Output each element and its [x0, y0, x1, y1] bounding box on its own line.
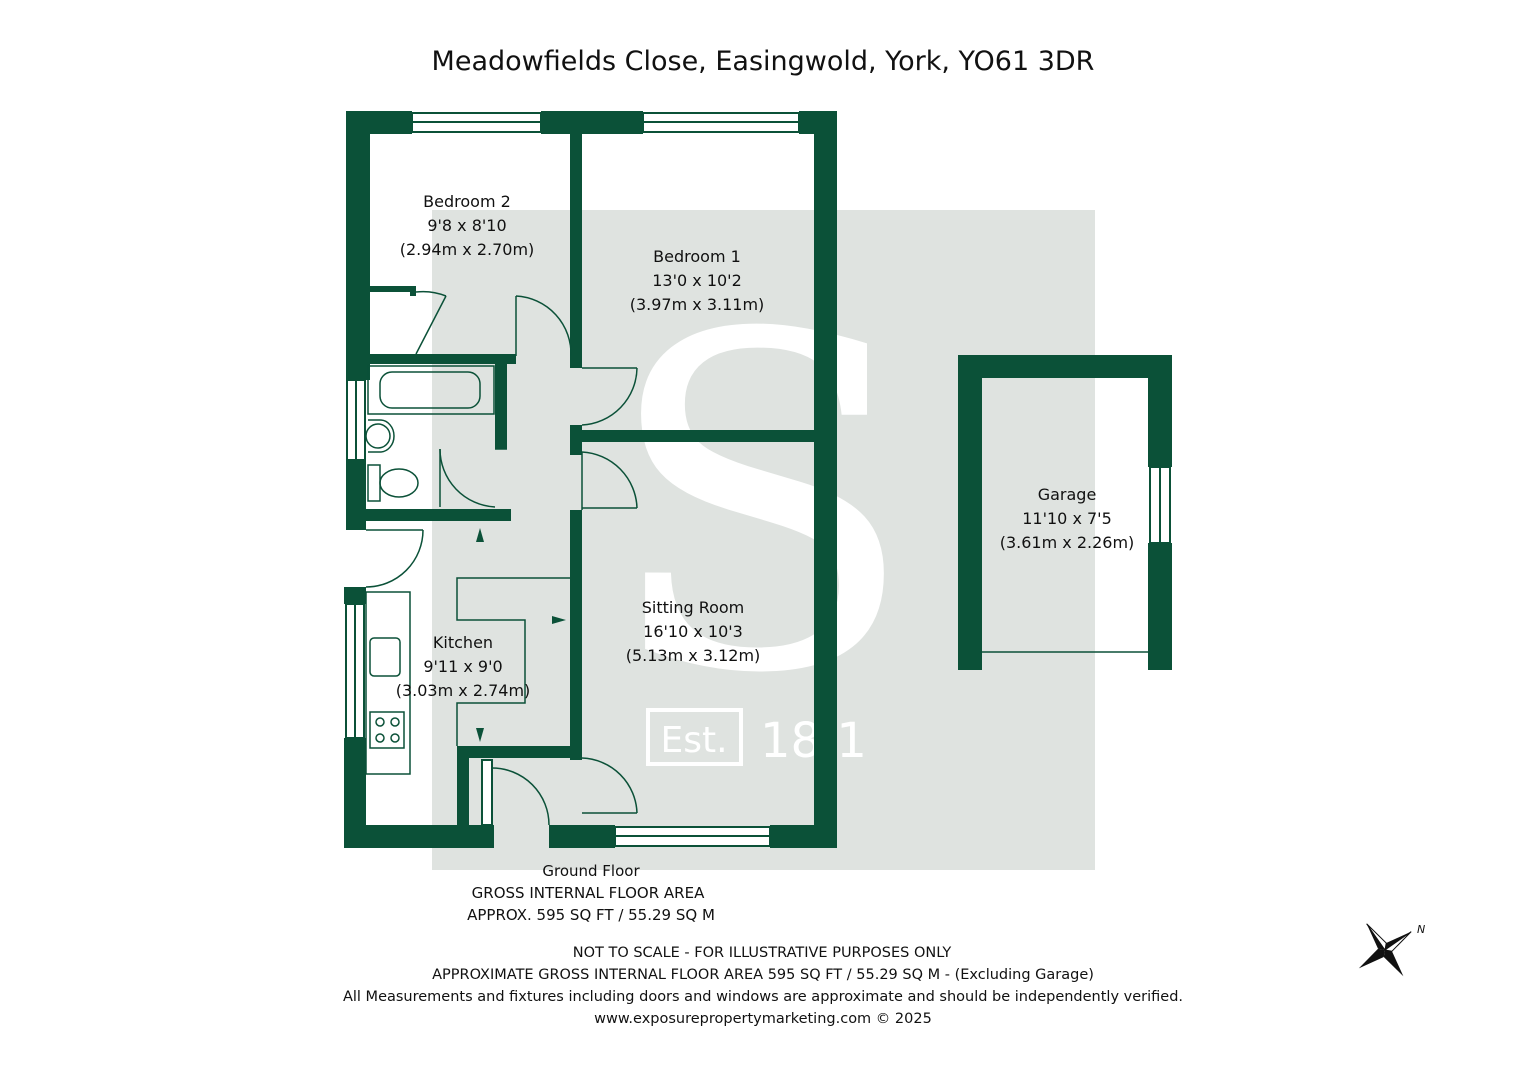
toilet: [367, 464, 381, 502]
wall-bottom-left: [344, 825, 494, 848]
wall-top-middle: [541, 111, 643, 134]
disclaimer-line-3: All Measurements and fixtures including …: [343, 989, 1183, 1005]
wall-porch-left: [457, 746, 469, 826]
wall-left-kitchen: [344, 587, 366, 604]
floor-area-label: GROSS INTERNAL FLOOR AREA: [472, 884, 705, 902]
bath: [367, 365, 495, 415]
compass-rose-icon: [1358, 923, 1412, 977]
room-metric: (3.61m x 2.26m): [1000, 533, 1135, 552]
disclaimer-line-1: NOT TO SCALE - FOR ILLUSTRATIVE PURPOSES…: [573, 945, 952, 961]
kitchen-worktop: [365, 591, 411, 775]
floor-name: Ground Floor: [542, 862, 640, 880]
wall-bedroom2-bottom: [366, 354, 516, 364]
room-imperial: 13'0 x 10'2: [652, 271, 742, 290]
watermark-est: Est.: [660, 720, 727, 761]
watermark: S Est. 18 1: [432, 210, 1095, 870]
window-porch: [481, 759, 493, 826]
watermark-est-box: [646, 708, 743, 766]
wall-cupboard-top: [370, 286, 416, 292]
wall-hall-stub: [570, 425, 582, 455]
disclaimer: NOT TO SCALE - FOR ILLUSTRATIVE PURPOSES…: [343, 945, 1183, 1027]
room-sitting-room: Sitting Room 16'10 x 10'3 (5.13m x 3.12m…: [626, 598, 761, 665]
room-bedroom-1: Bedroom 1 13'0 x 10'2 (3.97m x 3.11m): [630, 247, 765, 314]
wall-left-lower: [344, 738, 366, 848]
wall-right: [814, 111, 837, 848]
room-name: Kitchen: [433, 633, 493, 652]
disclaimer-line-2: APPROXIMATE GROSS INTERNAL FLOOR AREA 59…: [432, 967, 1094, 983]
wall-bathroom-right: [495, 364, 507, 449]
room-name: Garage: [1038, 485, 1097, 504]
room-imperial: 11'10 x 7'5: [1022, 509, 1112, 528]
website-copyright: www.exposurepropertymarketing.com © 2025: [594, 1011, 932, 1027]
basin: [368, 419, 395, 453]
compass-north-label: N: [1417, 923, 1425, 936]
kitchen-hob: [369, 711, 405, 749]
wall-sitting-left: [570, 510, 582, 760]
fixtures: [365, 365, 570, 775]
room-imperial: 9'11 x 9'0: [423, 657, 502, 676]
room-garage: Garage 11'10 x 7'5 (3.61m x 2.26m): [1000, 485, 1135, 552]
floor-area-value: APPROX. 595 SQ FT / 55.29 SQ M: [467, 906, 715, 924]
wall-left-upper: [346, 111, 370, 380]
wall-left-mid: [346, 460, 366, 530]
wall-bottom-right: [770, 825, 837, 848]
room-metric: (2.94m x 2.70m): [400, 240, 535, 259]
wall-bedroom-divider: [570, 134, 582, 368]
wall-bottom-mid: [549, 825, 615, 848]
watermark-panel: [432, 210, 1095, 870]
windows: [345, 112, 800, 847]
room-metric: (3.03m x 2.74m): [396, 681, 531, 700]
room-name: Bedroom 2: [423, 192, 511, 211]
room-name: Sitting Room: [642, 598, 745, 617]
garage: [958, 355, 1172, 670]
watermark-year: 18 1: [760, 713, 867, 769]
wall-cupboard-side: [410, 286, 416, 296]
watermark-letter: S: [602, 239, 917, 774]
room-metric: (3.97m x 3.11m): [630, 295, 765, 314]
wall-bathroom-bottom: [366, 509, 511, 521]
wall-bedroom1-bottom: [582, 430, 814, 442]
room-bedroom-2: Bedroom 2 9'8 x 8'10 (2.94m x 2.70m): [400, 192, 535, 259]
wall-porch-top: [458, 746, 582, 758]
room-imperial: 16'10 x 10'3: [643, 622, 743, 641]
walls: [344, 111, 837, 848]
entry-markers: [476, 528, 566, 742]
room-imperial: 9'8 x 8'10: [427, 216, 506, 235]
property-address-title: Meadowfields Close, Easingwold, York, YO…: [432, 46, 1095, 77]
kitchen-sink: [369, 637, 401, 677]
doors: [365, 290, 638, 826]
room-kitchen: Kitchen 9'11 x 9'0 (3.03m x 2.74m): [396, 633, 531, 700]
room-name: Bedroom 1: [653, 247, 741, 266]
floor-area-block: Ground Floor GROSS INTERNAL FLOOR AREA A…: [467, 862, 715, 924]
room-metric: (5.13m x 3.12m): [626, 646, 761, 665]
